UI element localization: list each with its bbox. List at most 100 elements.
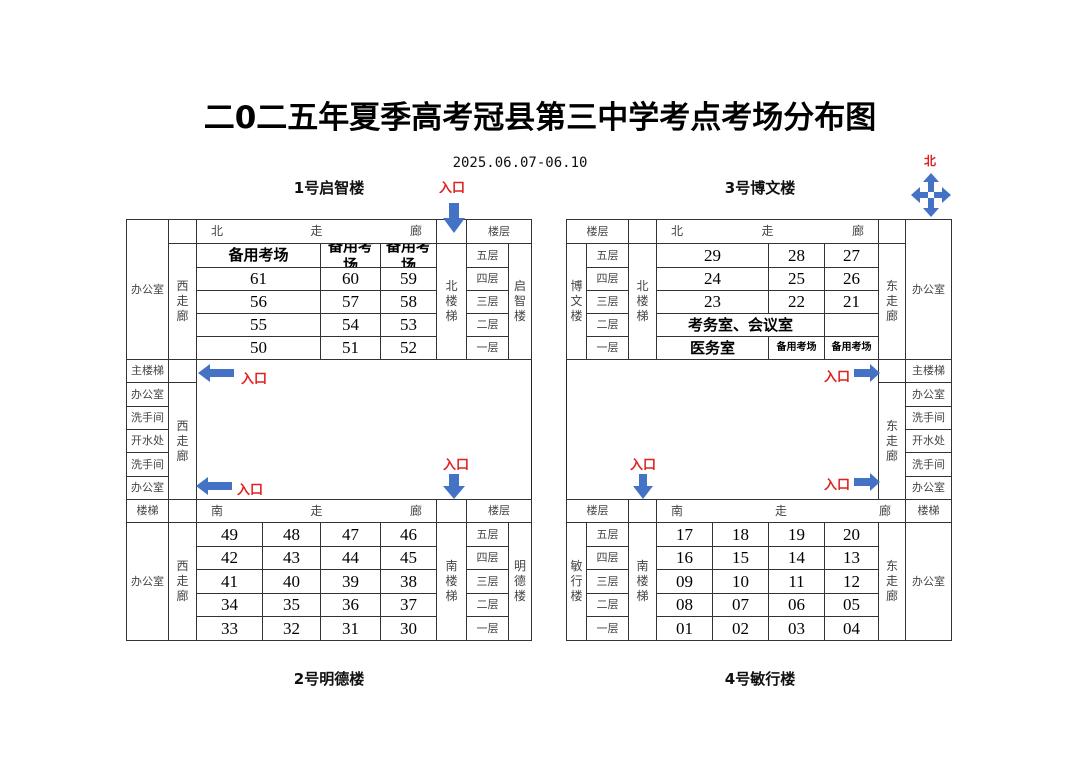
facility-cell: 开水处 [126,429,169,453]
facility-cell: 开水处 [905,429,952,453]
exam-room: 39 [320,569,381,594]
entrance-label: 入口 [824,478,851,493]
exam-room: 12 [824,569,879,594]
floor-header: 楼层 [466,219,532,244]
office-cell: 办公室 [126,219,169,360]
empty-cell [168,359,197,383]
corridor-char: 南 [211,503,224,518]
exam-room: 58 [380,290,437,314]
office-cell: 办公室 [905,219,952,360]
exam-room: 30 [380,616,437,641]
exam-room: 22 [768,290,825,314]
floor-label: 二层 [466,313,509,337]
empty-cell [628,499,657,523]
empty-cell [878,359,906,383]
exam-room: 10 [712,569,769,594]
exam-room: 48 [262,522,321,547]
floor-header: 楼层 [566,219,629,244]
east-corridor: 东走廊 [878,382,906,500]
building-3-caption: 3号博文楼 [724,179,796,197]
exam-room: 01 [656,616,713,641]
exam-room: 53 [380,313,437,337]
exam-room: 55 [196,313,321,337]
entrance-label: 入口 [630,458,657,473]
entrance-arrow-right-icon [854,364,880,382]
exam-room: 29 [656,243,769,268]
exam-date: 2025.06.07-06.10 [452,155,588,171]
north-corridor-header: 北走廊 [656,219,879,244]
empty-cell [824,313,879,337]
entrance-label: 入口 [443,458,470,473]
building-name: 启智楼 [508,243,532,360]
compass-icon [911,173,951,217]
entrance-arrow-left-icon [196,477,232,495]
exam-room: 60 [320,267,381,291]
facility-cell: 洗手间 [905,406,952,430]
compass-north-label: 北 [924,154,937,168]
corridor-char: 走 [761,224,774,238]
floor-label: 四层 [466,546,509,570]
empty-cell [168,219,197,244]
corridor-char: 走 [310,224,323,238]
exam-room: 21 [824,290,879,314]
stair-cell: 楼梯 [905,499,952,523]
building-4-caption: 4号敏行楼 [724,670,796,688]
exam-room: 13 [824,546,879,570]
exam-room: 07 [712,593,769,617]
exam-room: 18 [712,522,769,547]
exam-room: 23 [656,290,769,314]
exam-room: 09 [656,569,713,594]
exam-room: 05 [824,593,879,617]
exam-room: 57 [320,290,381,314]
facility-cell: 办公室 [126,382,169,407]
west-corridor: 西走廊 [168,243,197,360]
floor-header: 楼层 [466,499,532,523]
exam-room: 28 [768,243,825,268]
exam-room: 02 [712,616,769,641]
exam-room: 14 [768,546,825,570]
entrance-label: 入口 [824,370,851,385]
building-name: 博文楼 [566,243,587,360]
exam-room: 54 [320,313,381,337]
exam-room: 35 [262,593,321,617]
exam-room: 47 [320,522,381,547]
corridor-char: 廊 [409,503,422,518]
exam-room: 51 [320,336,381,360]
exam-room: 03 [768,616,825,641]
corridor-char: 北 [671,224,684,238]
floor-label: 五层 [466,243,509,268]
exam-room: 26 [824,267,879,291]
stair-cell: 南楼梯 [628,522,657,641]
east-corridor: 东走廊 [878,522,906,641]
spare-room: 备用考场 [768,336,825,360]
corridor-char: 廊 [409,224,422,238]
exam-office-cell: 考务室、会议室 [656,313,825,337]
east-corridor: 东走廊 [878,243,906,360]
west-corridor: 西走廊 [168,382,197,500]
empty-cell [878,219,906,244]
facility-cell: 洗手间 [126,452,169,477]
floor-label: 三层 [466,290,509,314]
floor-label: 一层 [586,616,629,641]
floor-label: 五层 [586,243,629,268]
exam-room: 17 [656,522,713,547]
exam-room: 27 [824,243,879,268]
facility-cell: 办公室 [905,382,952,407]
exam-room: 24 [656,267,769,291]
facility-cell: 主楼梯 [905,359,952,383]
building-1-caption: 1号启智楼 [293,179,365,197]
floor-label: 四层 [586,267,629,291]
building-name: 敏行楼 [566,522,587,641]
exam-room: 34 [196,593,263,617]
exam-room: 38 [380,569,437,594]
empty-cell [628,219,657,244]
building-2-caption: 2号明德楼 [293,670,365,688]
floor-header: 楼层 [566,499,629,523]
clinic-cell: 医务室 [656,336,769,360]
south-corridor-header: 南走廊 [196,499,437,523]
exam-room: 备用考场 [320,243,381,268]
exam-room: 15 [712,546,769,570]
stair-cell: 北楼梯 [628,243,657,360]
west-corridor: 西走廊 [168,522,197,641]
exam-room: 备用考场 [196,243,321,268]
